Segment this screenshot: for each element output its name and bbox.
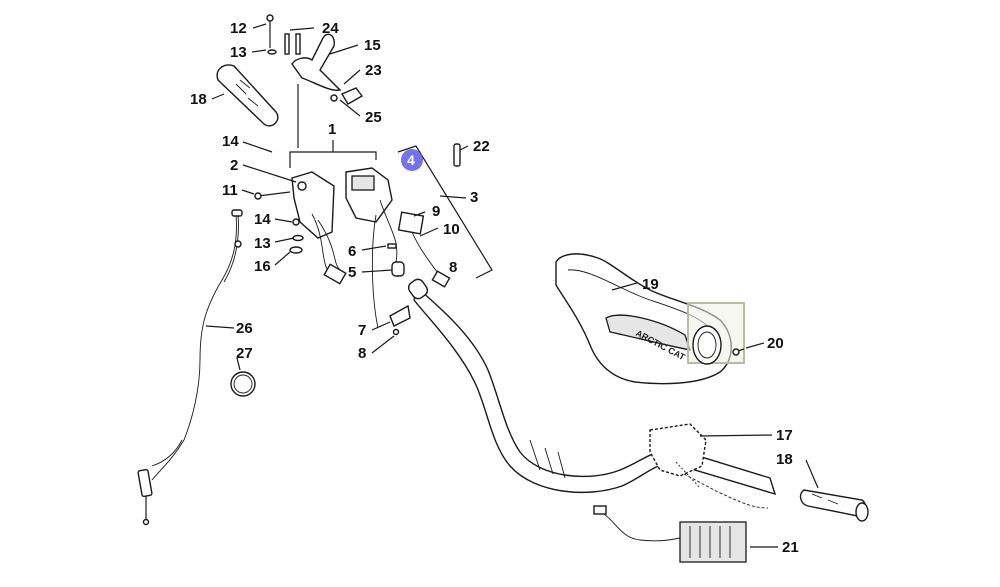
selected-marker-4[interactable]: 4 xyxy=(401,149,423,171)
throttle-lever[interactable] xyxy=(266,14,364,148)
knob-5[interactable] xyxy=(391,261,405,277)
clip-27[interactable] xyxy=(230,371,256,397)
callout-3[interactable]: 3 xyxy=(470,189,478,206)
callout-27[interactable]: 27 xyxy=(236,345,253,362)
grip-right[interactable] xyxy=(799,489,869,522)
callout-12[interactable]: 12 xyxy=(230,20,247,37)
callout-6[interactable]: 6 xyxy=(348,243,356,260)
grip-left[interactable] xyxy=(216,64,279,127)
callout-17[interactable]: 17 xyxy=(776,427,793,444)
callout-20[interactable]: 20 xyxy=(767,335,784,352)
callout-22[interactable]: 22 xyxy=(473,138,490,155)
svg-text:4: 4 xyxy=(407,152,415,168)
callout-24[interactable]: 24 xyxy=(322,20,339,37)
callout-8-top[interactable]: 8 xyxy=(449,259,457,276)
bolt-6[interactable] xyxy=(387,243,397,249)
bracket-1 xyxy=(289,151,377,168)
brake-lever-assembly[interactable] xyxy=(649,423,769,509)
callout-14-bottom[interactable]: 14 xyxy=(254,211,271,228)
bracket-7[interactable] xyxy=(389,304,411,336)
heater-element[interactable] xyxy=(593,505,747,563)
callout-11[interactable]: 11 xyxy=(222,182,238,199)
callout-15[interactable]: 15 xyxy=(364,37,381,54)
callout-13[interactable]: 13 xyxy=(230,44,247,61)
callout-16[interactable]: 16 xyxy=(254,258,271,275)
callout-13-bottom[interactable]: 13 xyxy=(254,235,271,252)
callout-1[interactable]: 1 xyxy=(328,121,336,138)
bracket-3 xyxy=(397,145,493,279)
callout-5[interactable]: 5 xyxy=(348,264,356,281)
callout-23[interactable]: 23 xyxy=(365,62,382,79)
pad-end-cap[interactable] xyxy=(692,325,722,365)
throttle-cable[interactable] xyxy=(137,209,243,526)
callout-10[interactable]: 10 xyxy=(443,221,460,238)
screw-20[interactable] xyxy=(732,348,745,356)
callout-25[interactable]: 25 xyxy=(365,109,382,126)
throttle-housing[interactable] xyxy=(291,171,347,285)
handlebar[interactable] xyxy=(406,277,777,496)
washer-stack[interactable] xyxy=(289,218,304,254)
callout-labels: 12 24 13 15 23 18 25 1 14 22 2 3 11 9 14… xyxy=(190,20,799,556)
callout-14-top[interactable]: 14 xyxy=(222,133,239,150)
callout-19[interactable]: 19 xyxy=(642,276,659,293)
leader-lines xyxy=(205,23,819,548)
cotter-22[interactable] xyxy=(453,143,461,167)
callout-18-left[interactable]: 18 xyxy=(190,91,207,108)
callout-18-right[interactable]: 18 xyxy=(776,451,793,468)
dimmer-switch[interactable] xyxy=(397,211,451,288)
callout-8-bottom[interactable]: 8 xyxy=(358,345,366,362)
screw-11[interactable] xyxy=(254,191,291,200)
switch-housing[interactable] xyxy=(345,167,398,329)
callout-21[interactable]: 21 xyxy=(782,539,799,556)
callout-26[interactable]: 26 xyxy=(236,320,253,337)
callout-2[interactable]: 2 xyxy=(230,157,238,174)
callout-7[interactable]: 7 xyxy=(358,322,366,339)
callout-9[interactable]: 9 xyxy=(432,203,440,220)
